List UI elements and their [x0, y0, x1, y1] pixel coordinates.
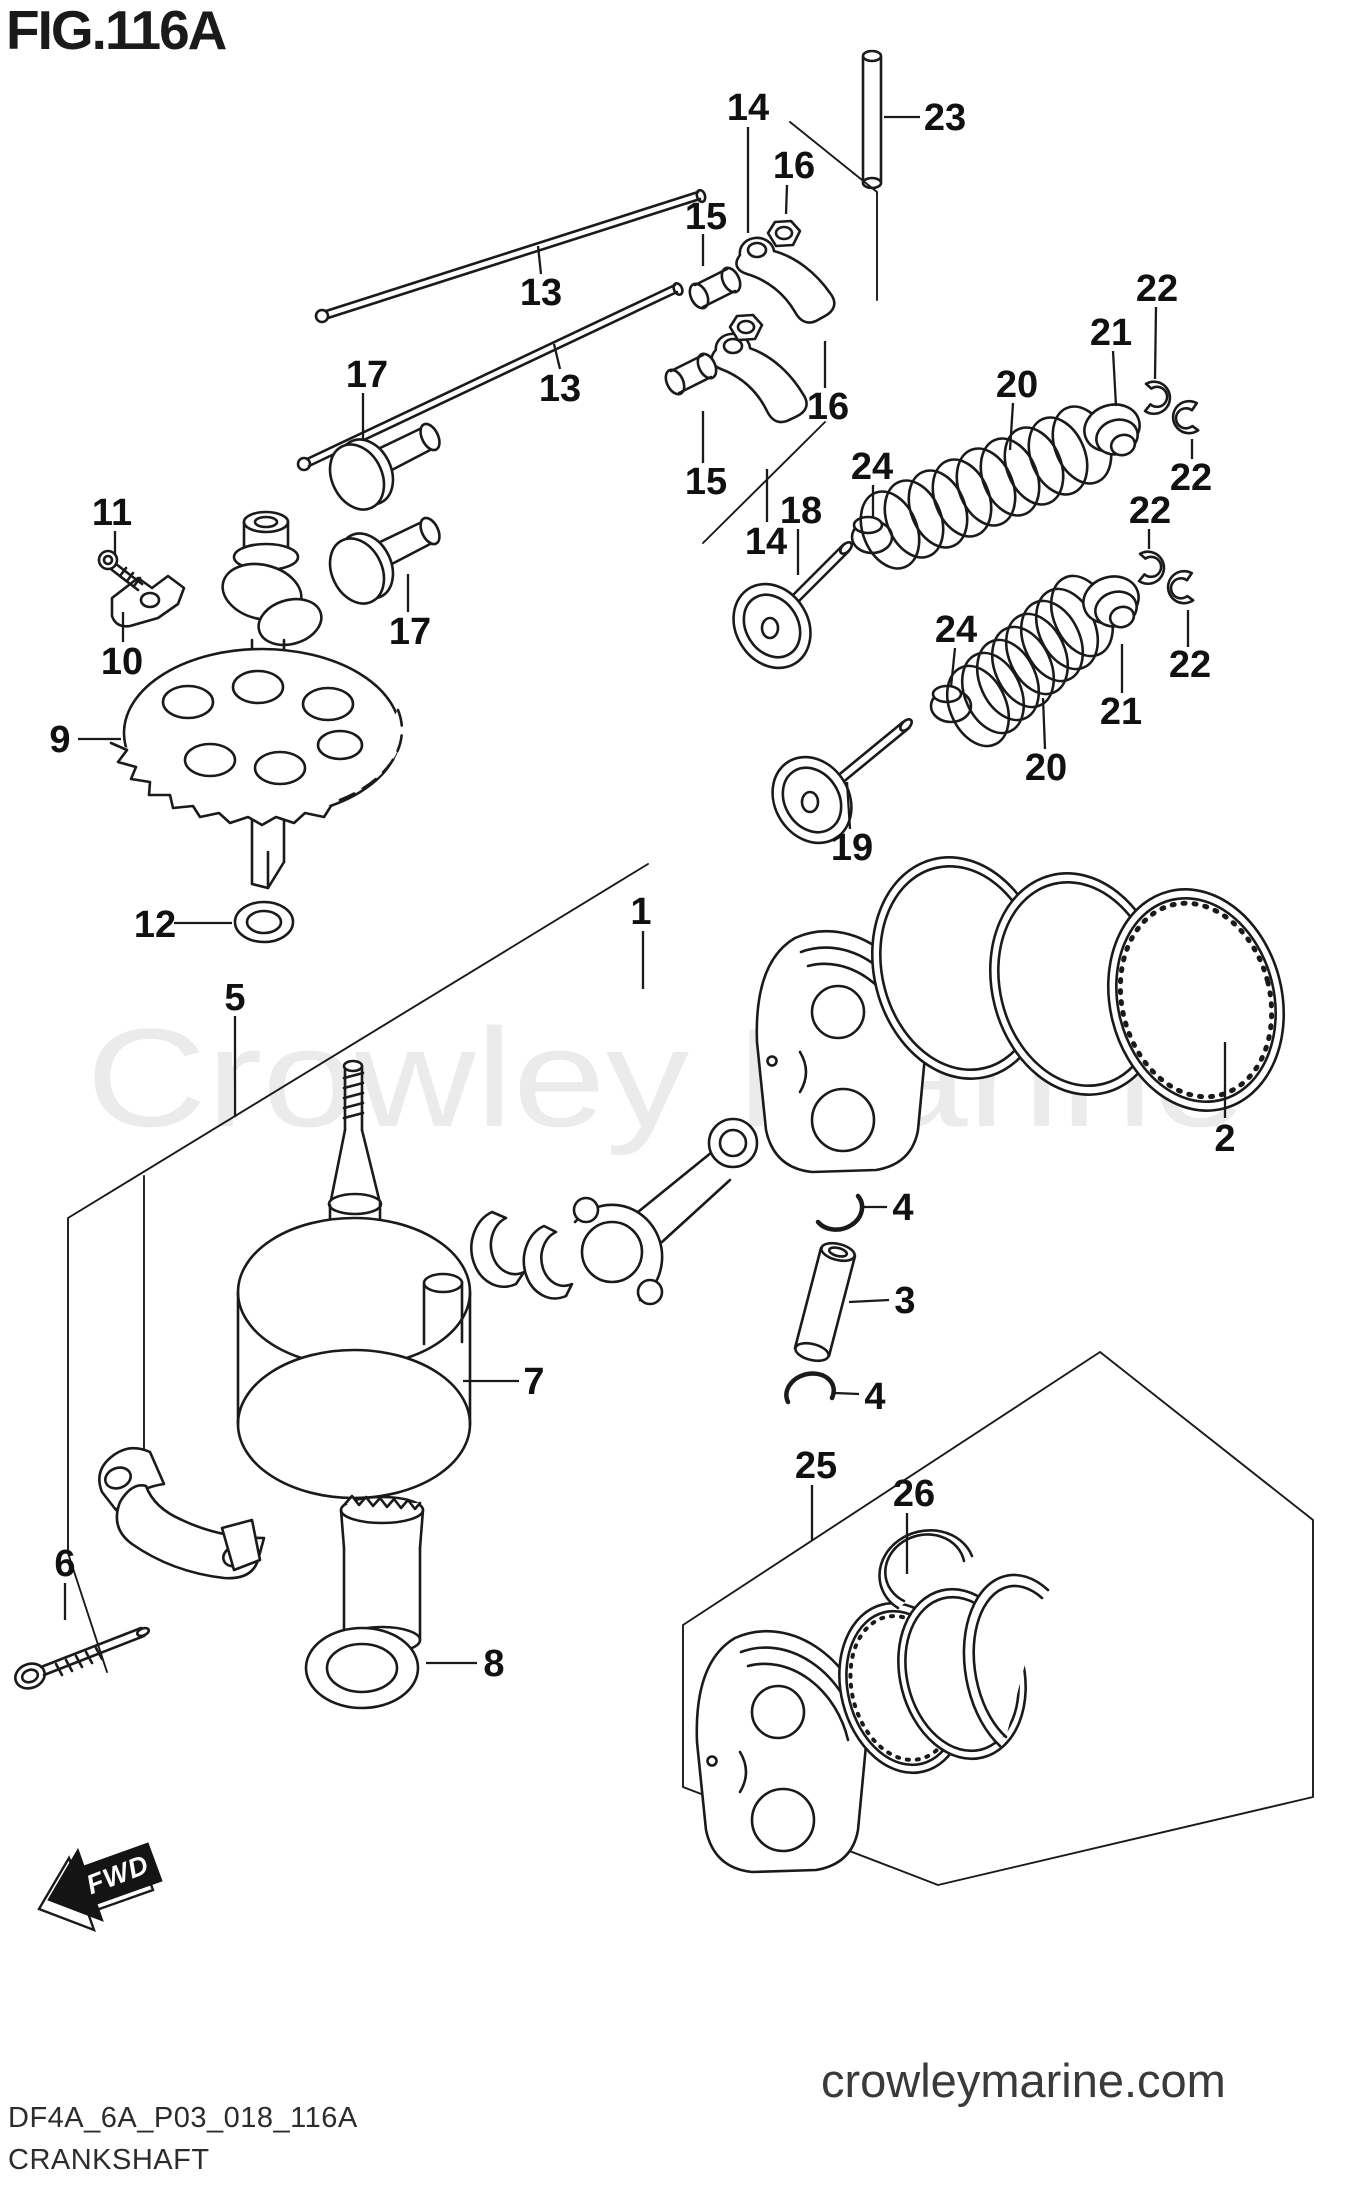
- part-number-label: 15: [685, 196, 727, 238]
- part-number-label: 4: [892, 1187, 913, 1229]
- part-leader-line: [848, 1298, 890, 1304]
- part-number-label: 22: [1170, 457, 1212, 499]
- part-leader-line: [552, 343, 562, 370]
- part-number-label: 21: [1100, 691, 1142, 733]
- rocker-bracket-line: [789, 121, 878, 301]
- part-number-label: 17: [389, 611, 431, 653]
- part-number-label: 10: [101, 641, 143, 683]
- figure-title: FIG.116A: [6, 0, 227, 61]
- part-number-label: 9: [49, 719, 70, 761]
- part-number-label: 8: [483, 1643, 504, 1685]
- part-number-label: 1: [630, 891, 651, 933]
- website-watermark: crowleymarine.com: [821, 2054, 1226, 2107]
- rocker-arms-art: [664, 219, 836, 426]
- part-leader-lines: [63, 115, 1227, 1665]
- rocker-bracket-line-2: [702, 421, 826, 544]
- part-number-label: 2: [1214, 1118, 1235, 1160]
- part-leader-line: [949, 647, 957, 688]
- part-number-label: 16: [807, 386, 849, 428]
- part-number-label: 15: [685, 461, 727, 503]
- spring-retainers-art: [1082, 403, 1141, 629]
- part-number-label: 21: [1090, 312, 1132, 354]
- part-number-label: 22: [1129, 490, 1171, 532]
- section-title: CRANKSHAFT: [8, 2144, 210, 2176]
- part-number-label: 24: [851, 446, 893, 488]
- crankshaft-group-box: [67, 863, 649, 1673]
- part-number-label: 23: [924, 97, 966, 139]
- part-number-label: 4: [864, 1376, 885, 1418]
- part-number-label: 14: [727, 87, 769, 129]
- part-leader-line: [784, 184, 789, 215]
- part-number-label: 14: [745, 521, 787, 563]
- part-number-label: 26: [893, 1473, 935, 1515]
- part-number-label: 17: [346, 354, 388, 396]
- part-number-label: 13: [539, 368, 581, 410]
- part-number-label: 3: [894, 1280, 915, 1322]
- part-leader-line: [845, 781, 852, 830]
- valve-springs-art: [859, 405, 1115, 748]
- part-leader-line: [1153, 306, 1158, 380]
- part-leader-line: [1041, 697, 1047, 750]
- camshaft-art: [97, 510, 404, 944]
- part-leader-line: [834, 1391, 860, 1396]
- part-leader-line: [1111, 350, 1118, 407]
- part-number-label: 18: [780, 490, 822, 532]
- part-number-label: 16: [773, 145, 815, 187]
- part-number-label: 20: [996, 364, 1038, 406]
- drawing-code: DF4A_6A_P03_018_116A: [8, 2102, 358, 2134]
- part-number-label: 12: [134, 904, 176, 946]
- fwd-arrow: FWD: [37, 1842, 163, 1933]
- part-number-labels: 2314161513171110179131215141618242022212…: [49, 87, 1235, 1685]
- part-number-label: 7: [523, 1361, 544, 1403]
- part-number-label: 20: [1025, 747, 1067, 789]
- part-number-label: 22: [1136, 268, 1178, 310]
- part-number-label: 13: [520, 272, 562, 314]
- connecting-rod-art: [572, 1117, 759, 1306]
- valve-lifters-art: [328, 422, 441, 605]
- part-leader-line: [536, 245, 543, 275]
- valves-art: [732, 540, 914, 845]
- part-number-label: 19: [831, 827, 873, 869]
- piston-kit-art: [695, 1529, 1050, 1874]
- crankshaft-art: [14, 1059, 574, 1710]
- push-rods-art: [296, 188, 707, 472]
- part-number-label: 22: [1169, 644, 1211, 686]
- piston-assembly-box: [682, 1351, 1314, 1886]
- part-leader-line: [1008, 402, 1015, 451]
- part-number-label: 5: [224, 977, 245, 1019]
- part-number-label: 6: [54, 1543, 75, 1585]
- piston-assembly-art: [755, 856, 1286, 1405]
- part-number-label: 25: [795, 1445, 837, 1487]
- rocker-shaft-art: [861, 49, 883, 190]
- part-number-label: 11: [92, 492, 132, 534]
- part-number-label: 24: [935, 609, 977, 651]
